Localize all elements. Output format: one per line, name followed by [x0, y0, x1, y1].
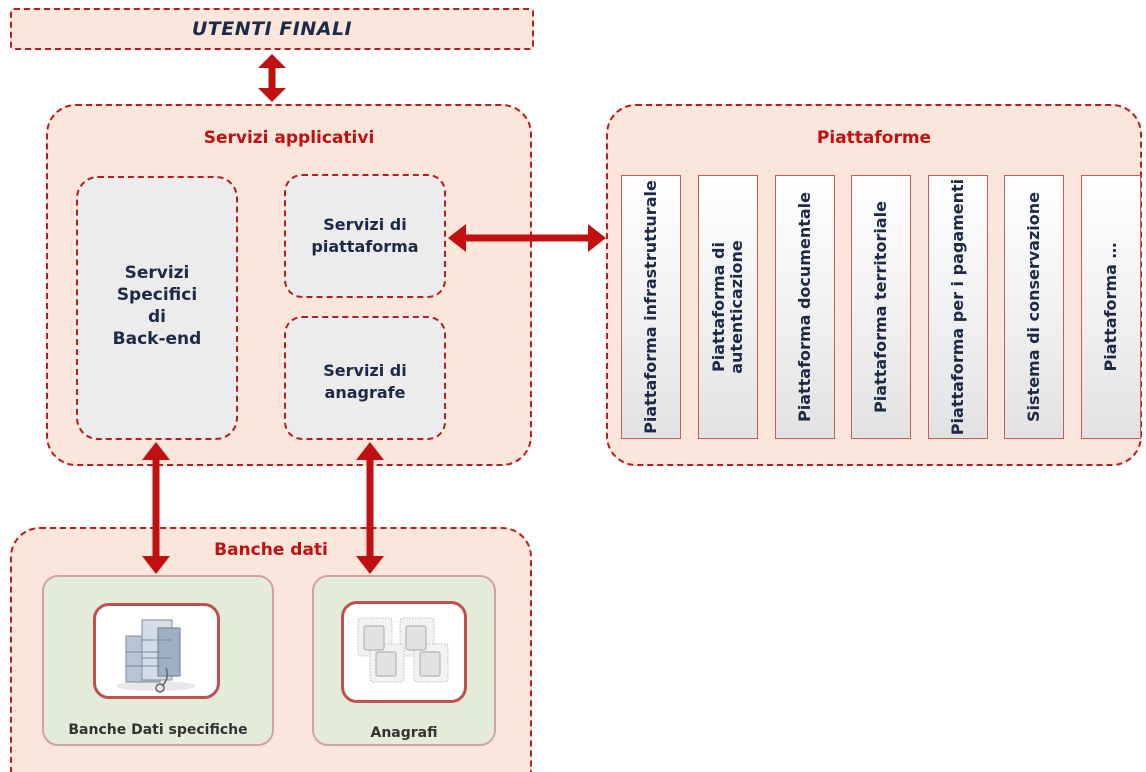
database-server-icon [116, 619, 196, 693]
specific-databases-label: Banche Dati specifiche [68, 722, 248, 738]
platform-column-territorial: Piattaforma territoriale [851, 175, 911, 439]
arrow-platform-services-to-platforms [448, 224, 606, 252]
backend-services-box [76, 176, 238, 440]
application-services-title: Servizi applicativi [203, 128, 375, 148]
platform-services-label: Servizi di piattaforma [311, 215, 419, 256]
platforms-title: Piattaforme [816, 128, 932, 148]
registries-label: Anagrafi [370, 725, 438, 741]
platform-column-infrastructure: Piattaforma infrastrutturale [621, 175, 681, 439]
platform-column-conservation: Sistema di conservazione [1004, 175, 1064, 439]
registry-services-label: Servizi di anagrafe [323, 361, 407, 402]
arrow-backend-to-databases [142, 442, 170, 574]
platform-column-documents: Piattaforma documentale [775, 175, 835, 439]
platform-column-payments: Piattaforma per i pagamenti [928, 175, 988, 439]
specific-databases-icon-frame [93, 603, 220, 699]
end-users-title: UTENTI FINALI [191, 18, 353, 40]
platform-services-box [284, 174, 446, 298]
platform-column-other: Piattaforma … [1081, 175, 1141, 439]
platform-column-authentication: Piattaforma di autenticazione [698, 175, 758, 439]
end-users-banner [10, 8, 534, 50]
registry-services-box [284, 316, 446, 440]
databases-title: Banche dati [214, 540, 328, 560]
backend-services-label: Servizi Specifici di Back-end [112, 263, 202, 349]
arrow-users-to-services [258, 54, 286, 102]
document-stack-icon [357, 617, 449, 683]
arrow-registry-to-registries [356, 442, 384, 574]
registries-icon-frame [341, 601, 467, 703]
